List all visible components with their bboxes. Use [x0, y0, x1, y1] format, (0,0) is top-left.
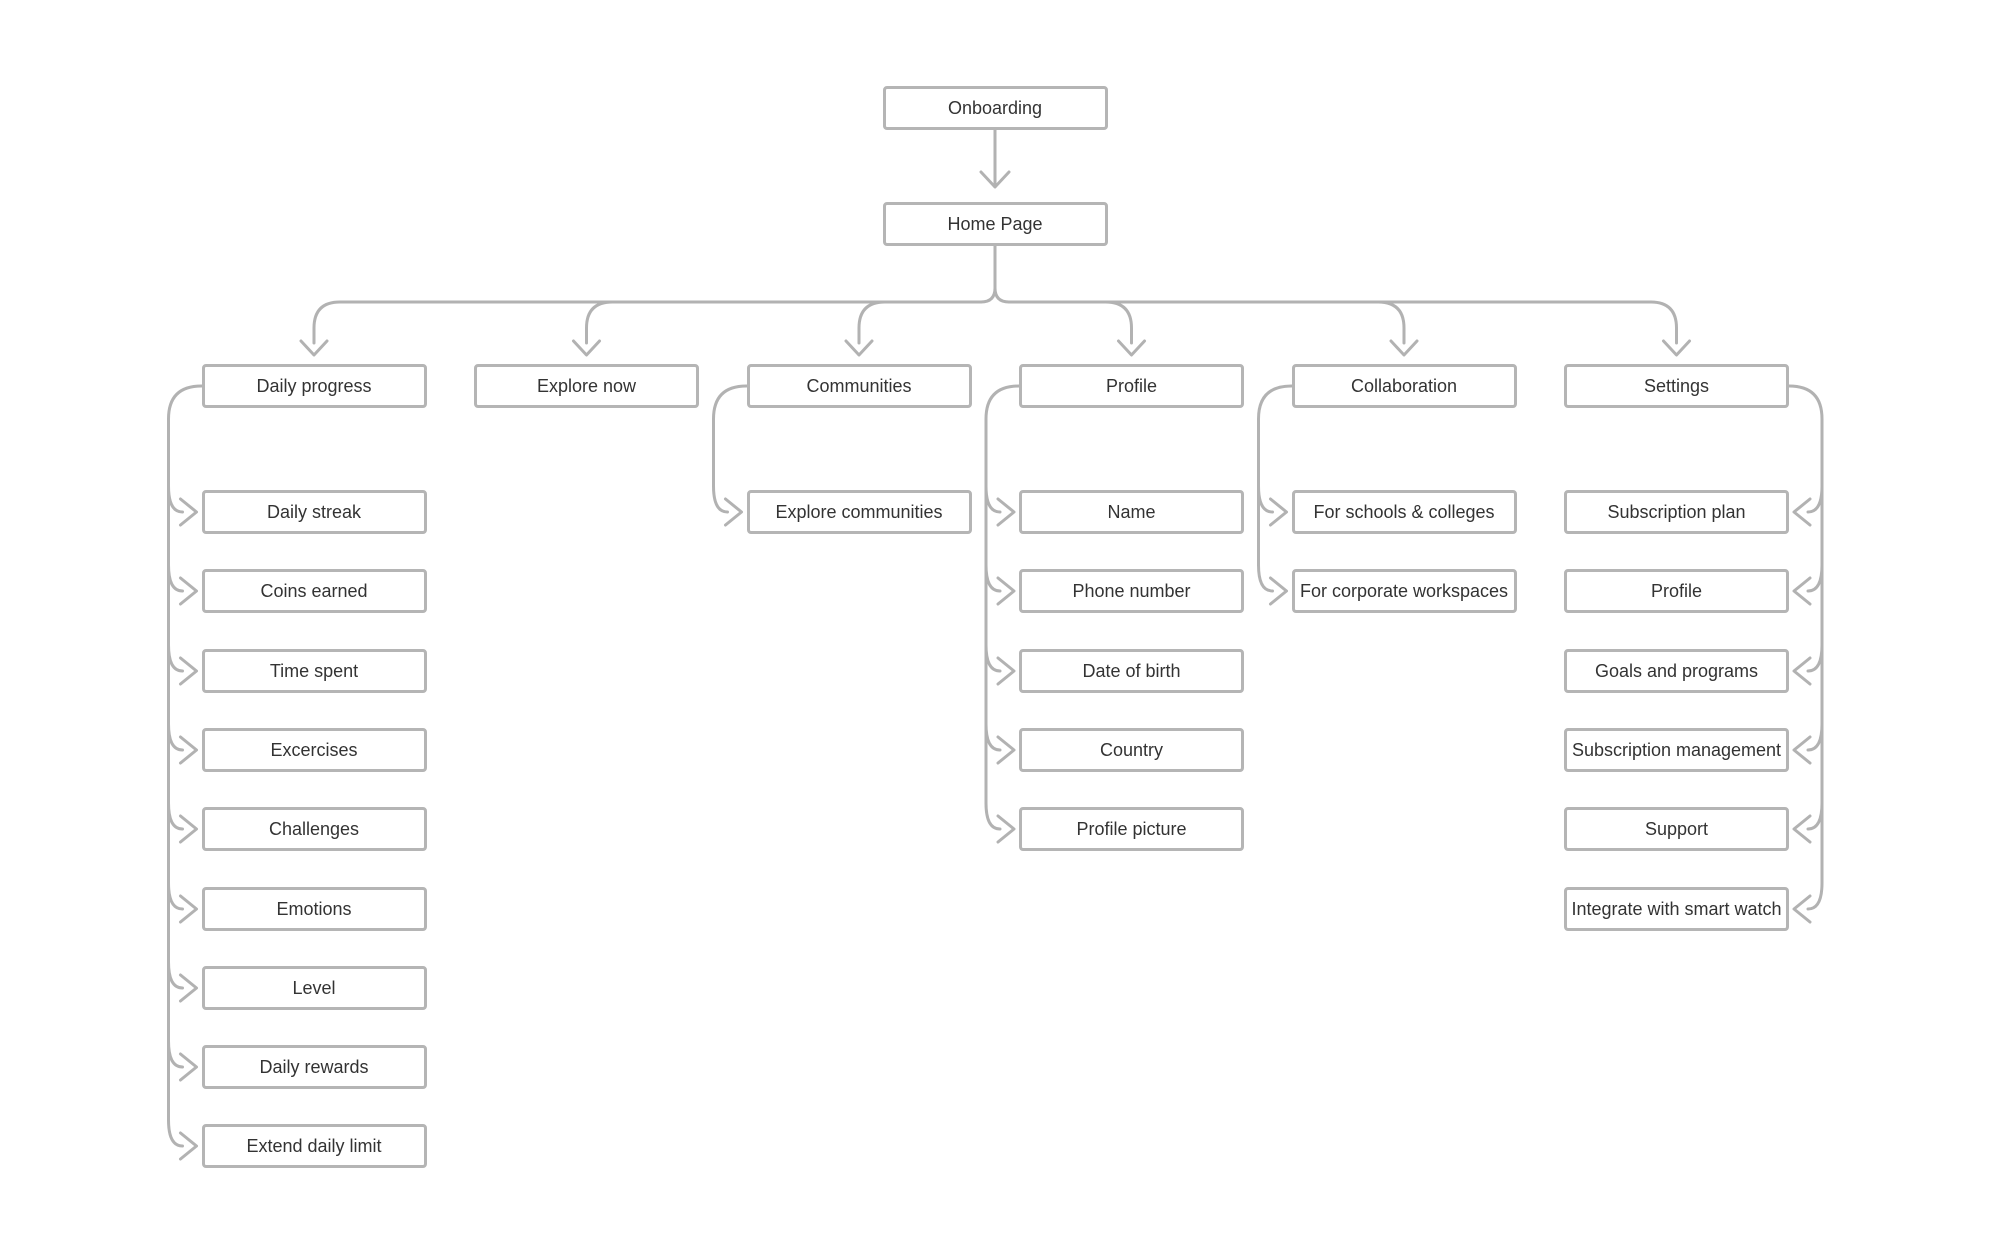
- rail-branch-tail: [1806, 484, 1824, 514]
- rail-branch-tail: [167, 960, 184, 990]
- fan-horizontal-left: [312, 300, 983, 345]
- branch-drop-arrowhead-communities: [844, 339, 874, 357]
- rail-branch-tail: [167, 1039, 184, 1069]
- node-profile[interactable]: Profile: [1019, 364, 1244, 408]
- rail-communities: [712, 384, 748, 488]
- rail-collaboration: [1257, 384, 1293, 567]
- node-level[interactable]: Level: [201, 966, 427, 1010]
- rail-branch-arrowhead: [179, 497, 198, 527]
- node-explore-communities[interactable]: Explore communities: [746, 490, 972, 534]
- fan-stem-right-curve: [993, 286, 1011, 304]
- node-daily-progress[interactable]: Daily progress: [201, 364, 427, 408]
- node-profile-picture[interactable]: Profile picture: [1019, 807, 1244, 851]
- rail-branch-tail: [167, 722, 184, 752]
- rail-branch-arrowhead: [179, 1131, 198, 1161]
- fan-stem-left-curve: [979, 244, 997, 304]
- branch-drop-arrowhead-profile: [1117, 339, 1146, 357]
- rail-branch-tail: [1806, 801, 1824, 831]
- rail-branch-arrowhead: [996, 656, 1016, 686]
- rail-branch-arrowhead: [1792, 894, 1812, 924]
- node-onboarding[interactable]: Onboarding: [882, 86, 1108, 130]
- node-for-corporate-workspaces[interactable]: For corporate workspaces: [1291, 569, 1517, 613]
- node-subscription-plan[interactable]: Subscription plan: [1564, 490, 1789, 534]
- rail-branch-tail: [1257, 563, 1274, 593]
- rail-branch-tail: [984, 722, 1002, 752]
- node-daily-streak[interactable]: Daily streak: [201, 490, 427, 534]
- rail-settings: [1787, 384, 1824, 885]
- rail-branch-arrowhead: [179, 735, 198, 765]
- node-support[interactable]: Support: [1564, 807, 1789, 851]
- node-collaboration[interactable]: Collaboration: [1291, 364, 1517, 408]
- node-goals-and-programs[interactable]: Goals and programs: [1564, 649, 1789, 693]
- node-settings[interactable]: Settings: [1564, 364, 1789, 408]
- rail-branch-arrowhead: [996, 576, 1016, 606]
- rail-branch-tail: [167, 484, 184, 514]
- rail-branch-arrowhead: [1792, 735, 1812, 765]
- rail-branch-arrowhead: [1792, 814, 1812, 844]
- rail-branch-tail: [167, 881, 184, 911]
- node-excercises[interactable]: Excercises: [201, 728, 427, 772]
- rail-branch-arrowhead: [179, 894, 198, 924]
- rail-branch-arrowhead: [1792, 656, 1812, 686]
- rail-branch-tail: [984, 643, 1002, 673]
- fan-horizontal-right: [1007, 300, 1678, 345]
- node-challenges[interactable]: Challenges: [201, 807, 427, 851]
- node-country[interactable]: Country: [1019, 728, 1244, 772]
- rail-branch-arrowhead: [1792, 497, 1812, 527]
- node-extend-daily-limit[interactable]: Extend daily limit: [201, 1124, 427, 1168]
- node-communities[interactable]: Communities: [746, 364, 972, 408]
- rail-branch-arrowhead: [996, 735, 1016, 765]
- rail-branch-tail: [984, 484, 1002, 514]
- node-emotions[interactable]: Emotions: [201, 887, 427, 931]
- branch-drop-arrowhead-collaboration: [1389, 339, 1419, 357]
- rail-branch-tail: [984, 563, 1002, 593]
- rail-branch-arrowhead: [179, 576, 198, 606]
- rail-branch-tail: [1806, 563, 1824, 593]
- branch-drop-arrowhead-settings: [1662, 339, 1691, 357]
- rail-branch-tail: [167, 643, 184, 673]
- rail-branch-tail: [1806, 643, 1824, 673]
- node-phone-number[interactable]: Phone number: [1019, 569, 1244, 613]
- rail-branch-tail: [1257, 484, 1274, 514]
- node-subscription-management[interactable]: Subscription management: [1564, 728, 1789, 772]
- rail-branch-arrowhead: [179, 814, 198, 844]
- rail-branch-tail: [1806, 722, 1824, 752]
- branch-drop-arrowhead-daily-progress: [299, 339, 329, 357]
- node-daily-rewards[interactable]: Daily rewards: [201, 1045, 427, 1089]
- rail-branch-arrowhead: [179, 1052, 198, 1082]
- node-profile[interactable]: Profile: [1564, 569, 1789, 613]
- rail-branch-tail: [984, 801, 1002, 831]
- node-time-spent[interactable]: Time spent: [201, 649, 427, 693]
- rail-branch-tail: [712, 484, 729, 514]
- arrowhead-onboarding-home: [979, 170, 1011, 189]
- branch-drop-arrowhead-explore-now: [572, 339, 601, 357]
- rail-branch-arrowhead: [996, 497, 1016, 527]
- rail-branch-arrowhead: [724, 497, 743, 527]
- node-name[interactable]: Name: [1019, 490, 1244, 534]
- rail-profile: [984, 384, 1021, 805]
- rail-branch-arrowhead: [1269, 576, 1288, 606]
- rail-branch-arrowhead: [179, 656, 198, 686]
- branch-drop-line-explore-now: [585, 300, 614, 345]
- rail-branch-tail: [167, 801, 184, 831]
- rail-branch-tail: [1806, 881, 1824, 911]
- node-integrate-with-smart-watch[interactable]: Integrate with smart watch: [1564, 887, 1789, 931]
- rail-branch-arrowhead: [996, 814, 1016, 844]
- branch-drop-line-collaboration: [1376, 300, 1406, 345]
- rail-branch-arrowhead: [179, 973, 198, 1003]
- branch-drop-line-profile: [1104, 300, 1133, 345]
- node-explore-now[interactable]: Explore now: [474, 364, 699, 408]
- node-date-of-birth[interactable]: Date of birth: [1019, 649, 1244, 693]
- rail-branch-tail: [167, 563, 184, 593]
- rail-branch-arrowhead: [1792, 576, 1812, 606]
- node-home-page[interactable]: Home Page: [882, 202, 1108, 246]
- branch-drop-line-communities: [857, 300, 887, 345]
- node-coins-earned[interactable]: Coins earned: [201, 569, 427, 613]
- rail-branch-arrowhead: [1269, 497, 1288, 527]
- rail-daily-progress: [167, 384, 203, 1122]
- rail-branch-tail: [167, 1118, 184, 1148]
- node-for-schools-colleges[interactable]: For schools & colleges: [1291, 490, 1517, 534]
